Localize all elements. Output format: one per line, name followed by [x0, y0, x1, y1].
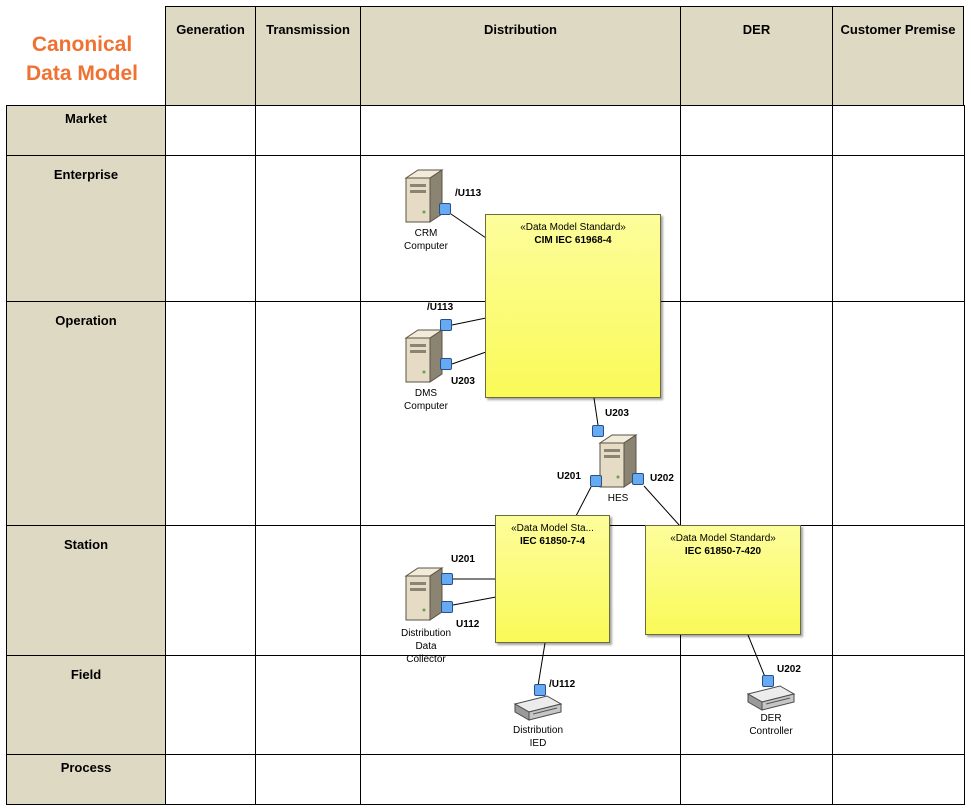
- connector-iec74-ied: [537, 642, 546, 687]
- crm-computer-server-icon[interactable]: [402, 168, 446, 224]
- note-stereotype: «Data Model Sta...: [511, 523, 594, 534]
- note-name: CIM IEC 61968-4: [534, 235, 612, 246]
- note-iec-61850-7-420[interactable]: «Data Model Standard» IEC 61850-7-420: [645, 525, 801, 635]
- dms-computer-server-icon[interactable]: [402, 328, 446, 384]
- column-header-transmission: Transmission: [255, 6, 361, 106]
- note-name: IEC 61850-7-420: [684, 546, 762, 557]
- note-stereotype: «Data Model Standard»: [520, 222, 626, 233]
- connector-hes-iec74: [575, 486, 592, 517]
- dms-computer-label: DMS Computer: [392, 387, 460, 413]
- dms-label-line-2: Computer: [404, 401, 448, 412]
- port-label-dms-u203: U203: [451, 376, 475, 387]
- title-line-2: Data Model: [25, 62, 138, 85]
- ied-label-line-2: IED: [529, 738, 547, 749]
- connector-dms-cim-u203: [451, 351, 487, 365]
- port-hes-u203[interactable]: [592, 425, 604, 437]
- note-name: IEC 61850-7-4: [519, 536, 586, 547]
- port-crm-u113[interactable]: [439, 203, 451, 215]
- port-ddc-u112[interactable]: [441, 601, 453, 613]
- port-label-crm-u113: /U113: [455, 188, 482, 199]
- port-der-u202[interactable]: [762, 675, 774, 687]
- port-label-hes-u202: U202: [650, 473, 674, 484]
- ddc-label-line-3: Collector: [406, 654, 446, 665]
- der-controller-label: DER Controller: [735, 712, 807, 738]
- hes-label: HES: [594, 492, 642, 505]
- row-header-field: Field: [6, 655, 166, 755]
- distribution-data-collector-server-icon[interactable]: [402, 566, 446, 622]
- crm-computer-label: CRM Computer: [392, 227, 460, 253]
- row-header-enterprise: Enterprise: [6, 155, 166, 302]
- row-header-station: Station: [6, 525, 166, 656]
- port-label-ddc-u112: U112: [456, 619, 480, 630]
- diagram-title: Canonical Data Model: [6, 30, 158, 88]
- distribution-ied-label: Distribution IED: [502, 724, 574, 750]
- connector-ddc-iec74-u112: [452, 596, 497, 606]
- der-label-line-2: Controller: [749, 726, 793, 737]
- connectors: [450, 213, 766, 687]
- title-line-1: Canonical: [31, 33, 133, 56]
- row-header-operation: Operation: [6, 301, 166, 526]
- port-label-ied-u112: /U112: [549, 679, 576, 690]
- port-label-ddc-u201: U201: [451, 554, 475, 565]
- column-header-customer-premise: Customer Premise: [832, 6, 964, 106]
- crm-label-line-1: CRM: [414, 228, 438, 239]
- port-ddc-u201[interactable]: [441, 573, 453, 585]
- grid-lines: [165, 105, 965, 805]
- der-label-line-1: DER: [760, 713, 782, 724]
- hes-label-line-1: HES: [607, 493, 629, 504]
- note-iec-61850-7-4[interactable]: «Data Model Sta... IEC 61850-7-4: [495, 515, 610, 643]
- port-label-hes-u203: U203: [605, 408, 629, 419]
- connector-crm-cim: [450, 213, 487, 239]
- dms-label-line-1: DMS: [414, 388, 438, 399]
- connector-hes-cim: [593, 397, 599, 426]
- port-dms-u113[interactable]: [440, 319, 452, 331]
- distribution-ied-device-icon[interactable]: [513, 694, 563, 722]
- row-header-market: Market: [6, 105, 166, 156]
- port-dms-u203[interactable]: [440, 358, 452, 370]
- column-header-der: DER: [680, 6, 833, 106]
- hes-server-icon[interactable]: [596, 433, 640, 489]
- ied-label-line-1: Distribution: [512, 725, 564, 736]
- column-header-distribution: Distribution: [360, 6, 681, 106]
- der-controller-device-icon[interactable]: [746, 684, 796, 712]
- note-stereotype: «Data Model Standard»: [670, 533, 776, 544]
- port-ied-u112[interactable]: [534, 684, 546, 696]
- crm-label-line-2: Computer: [404, 241, 448, 252]
- port-hes-u202[interactable]: [632, 473, 644, 485]
- connector-hes-iec7420: [643, 485, 681, 527]
- ddc-label-line-2: Data: [415, 641, 437, 652]
- note-cim-iec-61968-4[interactable]: «Data Model Standard» CIM IEC 61968-4: [485, 214, 661, 398]
- connector-iec7420-der: [747, 634, 766, 678]
- port-hes-u201[interactable]: [590, 475, 602, 487]
- ddc-label-line-1: Distribution: [400, 628, 452, 639]
- column-header-generation: Generation: [165, 6, 256, 106]
- row-header-process: Process: [6, 754, 166, 805]
- port-label-der-u202: U202: [777, 664, 801, 675]
- connector-dms-cim-u113: [451, 317, 487, 326]
- port-label-dms-u113: /U113: [427, 302, 454, 313]
- distribution-data-collector-label: Distribution Data Collector: [390, 627, 462, 666]
- port-label-hes-u201: U201: [557, 471, 581, 482]
